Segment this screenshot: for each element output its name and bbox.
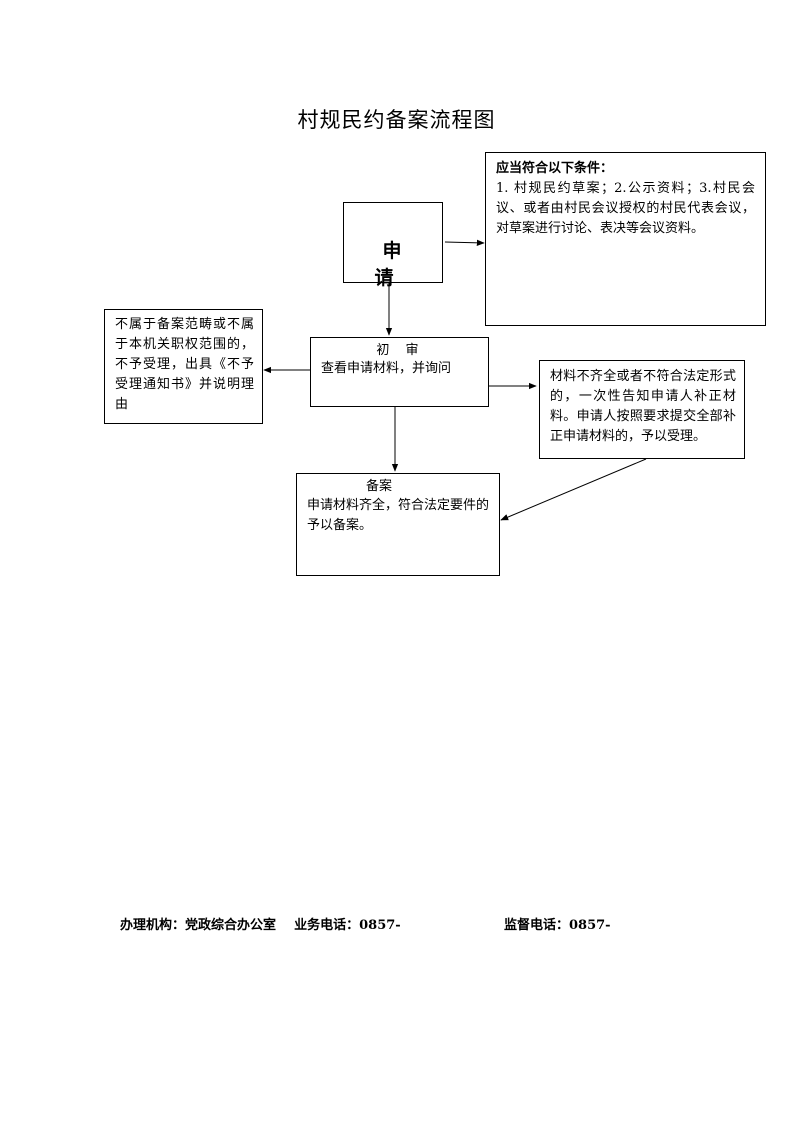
conditions-text: 1. 村规民约草案；2.公示资料；3.村民会议、或者由村民会议授权的村民代表会议…: [496, 181, 755, 236]
supplement-box: 材料不齐全或者不符合法定形式的，一次性告知申请人补正材料。申请人按照要求提交全部…: [539, 360, 745, 459]
record-box: 备案 申请材料齐全，符合法定要件的予以备案。: [296, 473, 500, 576]
arrow-supplement-to-record: [500, 458, 647, 521]
initial-review-heading: 初 审: [376, 343, 425, 358]
footer-office-phone: 办理机构：党政综合办公室 业务电话：0857-: [120, 918, 401, 933]
supplement-text: 材料不齐全或者不符合法定形式的，一次性告知申请人补正材料。申请人按照要求提交全部…: [550, 369, 736, 444]
record-heading: 备案: [365, 479, 392, 494]
conditions-box: 应当符合以下条件： 1. 村规民约草案；2.公示资料；3.村民会议、或者由村民会…: [485, 152, 766, 326]
page-title: 村规民约备案流程图: [297, 108, 496, 132]
arrow-apply-to-conditions: [444, 239, 485, 247]
apply-label: 申 请: [374, 240, 420, 289]
reject-text: 不属于备案范畴或不属于本机关职权范围的，不予受理，出具《不予受理通知书》并说明理…: [115, 317, 254, 412]
initial-review-text: 查看申请材料，并询问: [321, 361, 452, 376]
apply-box: 申 请: [343, 202, 443, 289]
reject-box: 不属于备案范畴或不属于本机关职权范围的，不予受理，出具《不予受理通知书》并说明理…: [104, 309, 263, 424]
record-text: 申请材料齐全，符合法定要件的予以备案。: [307, 498, 490, 533]
footer-supervision-phone: 监督电话：0857-: [504, 918, 611, 933]
initial-review-box: 初 审 查看申请材料，并询问: [310, 337, 489, 407]
conditions-heading: 应当符合以下条件：: [496, 161, 614, 176]
